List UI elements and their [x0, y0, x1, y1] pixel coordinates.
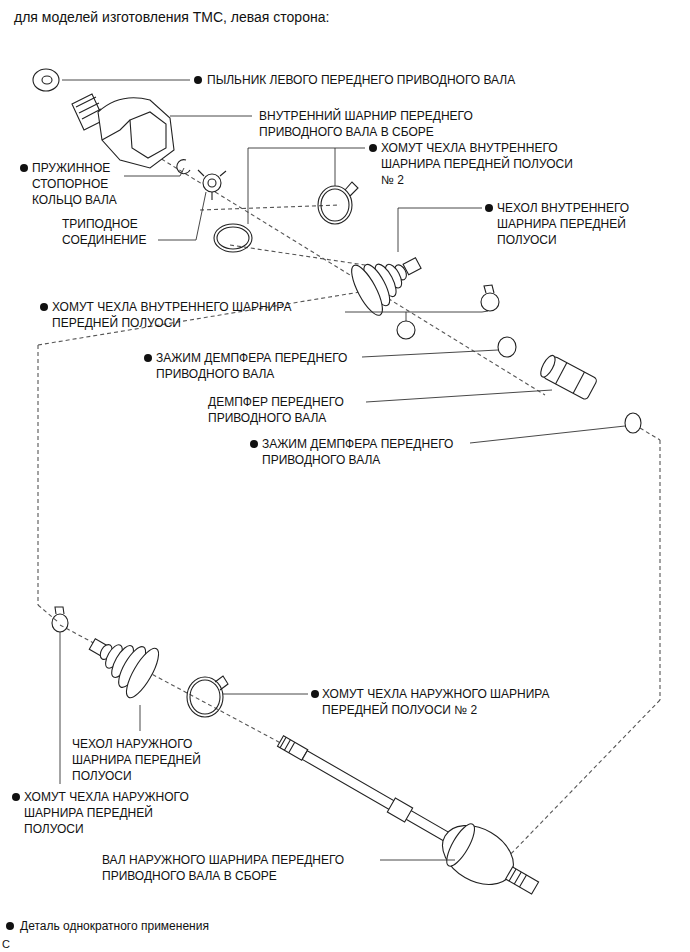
part-label: ЗАЖИМ ДЕМПФЕРА ПЕРЕДНЕГО ПРИВОДНОГО ВАЛА: [262, 436, 477, 468]
part-label: ХОМУТ ЧЕХЛА ВНУТРЕННЕГО ШАРНИРА ПЕРЕДНЕЙ…: [52, 299, 337, 331]
legend-text: Деталь однократного применения: [20, 918, 420, 934]
part-label: ХОМУТ ЧЕХЛА НАРУЖНОГО ШАРНИРА ПЕРЕДНЕЙ П…: [322, 686, 602, 718]
single-use-dot: [6, 76, 493, 930]
part-label: ПРУЖИННОЕ СТОПОРНОЕ КОЛЬЦО ВАЛА: [32, 160, 132, 208]
part-label: ТРИПОДНОЕ СОЕДИНЕНИЕ: [62, 216, 162, 248]
part-label: ЧЕХОЛ ВНУТРЕННЕГО ШАРНИРА ПЕРЕДНЕЙ ПОЛУО…: [497, 200, 662, 248]
part-label: ВАЛ НАРУЖНОГО ШАРНИРА ПЕРЕДНЕГО ПРИВОДНО…: [102, 852, 372, 884]
part-label: C: [2, 936, 22, 952]
part-label: ХОМУТ ЧЕХЛА ВНУТРЕННЕГО ШАРНИРА ПЕРЕДНЕЙ…: [381, 140, 581, 188]
part-label: ПЫЛЬНИК ЛЕВОГО ПЕРЕДНЕГО ПРИВОДНОГО ВАЛА: [207, 72, 627, 88]
part-label: ХОМУТ ЧЕХЛА НАРУЖНОГО ШАРНИРА ПЕРЕДНЕЙ П…: [24, 789, 204, 837]
part-label: ВНУТРЕННИЙ ШАРНИР ПЕРЕДНЕГО ПРИВОДНОГО В…: [259, 108, 499, 140]
part-label: ДЕМПФЕР ПЕРЕДНЕГО ПРИВОДНОГО ВАЛА: [208, 394, 368, 426]
part-label: ЧЕХОЛ НАРУЖНОГО ШАРНИРА ПЕРЕДНЕЙ ПОЛУОСИ: [72, 736, 222, 784]
part-label: ЗАЖИМ ДЕМПФЕРА ПЕРЕДНЕГО ПРИВОДНОГО ВАЛА: [156, 350, 371, 382]
heading: для моделей изготовления TMC, левая стор…: [14, 8, 329, 26]
